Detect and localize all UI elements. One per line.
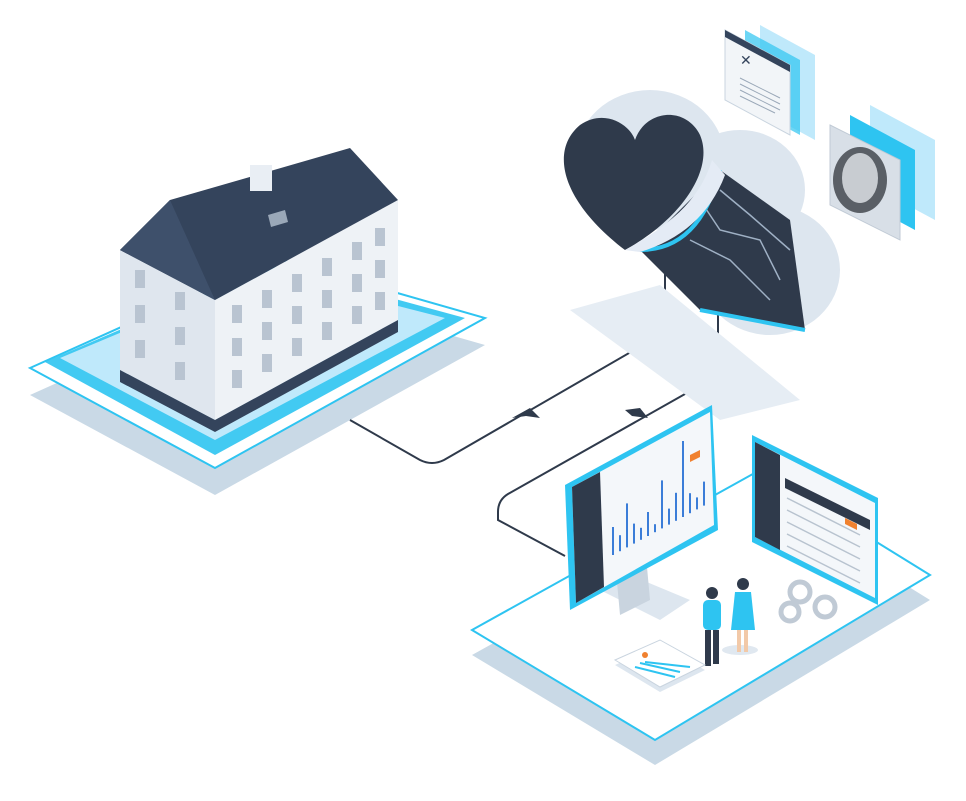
building-icon	[120, 148, 398, 432]
chart-bar	[675, 492, 677, 521]
cloud-shadow	[570, 285, 800, 420]
chart-bar	[647, 512, 649, 536]
building-windows	[135, 228, 385, 388]
people-icon	[703, 578, 758, 666]
chart-bar	[619, 535, 621, 552]
chart-bar	[654, 524, 656, 533]
arrow-up-icon	[512, 408, 540, 418]
arrow-down-icon	[625, 408, 648, 418]
cloud-heart-icon	[563, 90, 840, 335]
chart-bar	[696, 497, 698, 510]
chart-bar	[689, 493, 691, 514]
chart-bar	[703, 481, 705, 506]
xray-skull-icon	[829, 105, 935, 241]
chart-bar	[661, 480, 663, 529]
chart-bar	[640, 527, 642, 540]
report-document-icon	[613, 639, 707, 692]
chart-bar	[626, 503, 628, 548]
chart-bar	[633, 523, 635, 544]
gears-icon	[778, 579, 838, 624]
monitor-table-icon	[752, 435, 878, 605]
monitor-chart-icon	[565, 405, 718, 620]
tools-document-icon: ✕	[724, 25, 815, 140]
chart-bar	[682, 441, 684, 517]
chart-bar	[668, 508, 670, 525]
chart-bar	[612, 527, 614, 555]
tools-glyph: ✕	[740, 52, 752, 68]
circuit-icon	[640, 170, 805, 330]
bar-chart	[612, 441, 705, 555]
